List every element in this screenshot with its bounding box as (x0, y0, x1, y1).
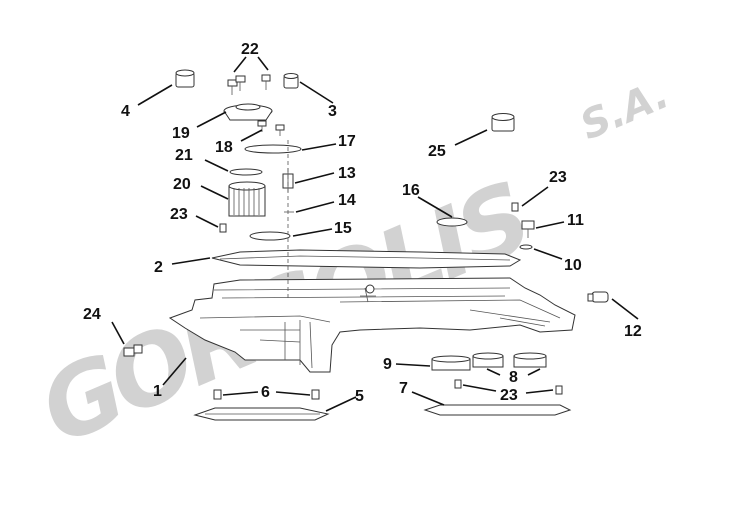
bushing-25 (491, 113, 515, 132)
filter-element (228, 181, 266, 217)
gasket-7 (423, 404, 572, 416)
callout-6: 6 (261, 384, 270, 401)
cover-gasket (211, 249, 522, 269)
callout-25: 25 (428, 143, 446, 160)
bushing-left (175, 69, 195, 88)
callout-5: 5 (355, 388, 364, 405)
fitting-24 (123, 344, 143, 357)
dowel-23-bottom-a (454, 379, 462, 389)
callout-23-left: 23 (170, 206, 188, 223)
callout-23-bottom: 23 (500, 387, 518, 404)
callout-22: 22 (241, 41, 259, 58)
callout-8: 8 (509, 369, 518, 386)
callout-7: 7 (399, 380, 408, 397)
dowel-23-right (511, 202, 519, 212)
callout-20: 20 (173, 176, 191, 193)
callout-10: 10 (564, 257, 582, 274)
o-ring-21 (229, 168, 263, 176)
callout-19: 19 (172, 125, 190, 142)
callout-9: 9 (383, 356, 392, 373)
callout-labels: 1 2 3 4 5 6 7 8 9 10 11 12 13 14 15 16 1… (83, 41, 642, 405)
bushing-right (283, 73, 299, 89)
callout-13: 13 (338, 165, 356, 182)
callout-18: 18 (215, 139, 233, 156)
dowel-6-right (311, 389, 320, 400)
bottom-cover-5 (193, 407, 330, 421)
bearing-9 (431, 355, 471, 371)
callout-2: 2 (154, 259, 163, 276)
callout-12: 12 (624, 323, 642, 340)
bolts-22 (227, 74, 271, 95)
callout-11: 11 (567, 212, 584, 229)
drain-plug-12 (587, 291, 609, 303)
o-ring-17 (244, 144, 302, 154)
washer-10 (519, 244, 533, 250)
ring-15 (249, 231, 291, 241)
leader-lines (111, 56, 639, 412)
callout-1: 1 (153, 383, 162, 400)
callout-17: 17 (338, 133, 356, 150)
callout-23-right: 23 (549, 169, 567, 186)
callout-15: 15 (334, 220, 352, 237)
filter-cap (223, 103, 273, 121)
bolts-18 (257, 120, 285, 136)
seal-16 (436, 217, 468, 227)
bearings-8 (472, 352, 547, 368)
callout-16: 16 (402, 182, 420, 199)
callout-21: 21 (175, 147, 193, 164)
plug-11 (521, 220, 535, 238)
callout-3: 3 (328, 103, 337, 120)
callout-14: 14 (338, 192, 356, 209)
watermark-suffix: S.A. (574, 71, 676, 149)
dowel-6-left (213, 389, 222, 400)
dowel-23-left (219, 223, 227, 233)
dowel-23-bottom-b (555, 385, 563, 395)
callout-24: 24 (83, 306, 101, 323)
callout-4: 4 (121, 103, 130, 120)
crankcase-body (168, 277, 576, 373)
